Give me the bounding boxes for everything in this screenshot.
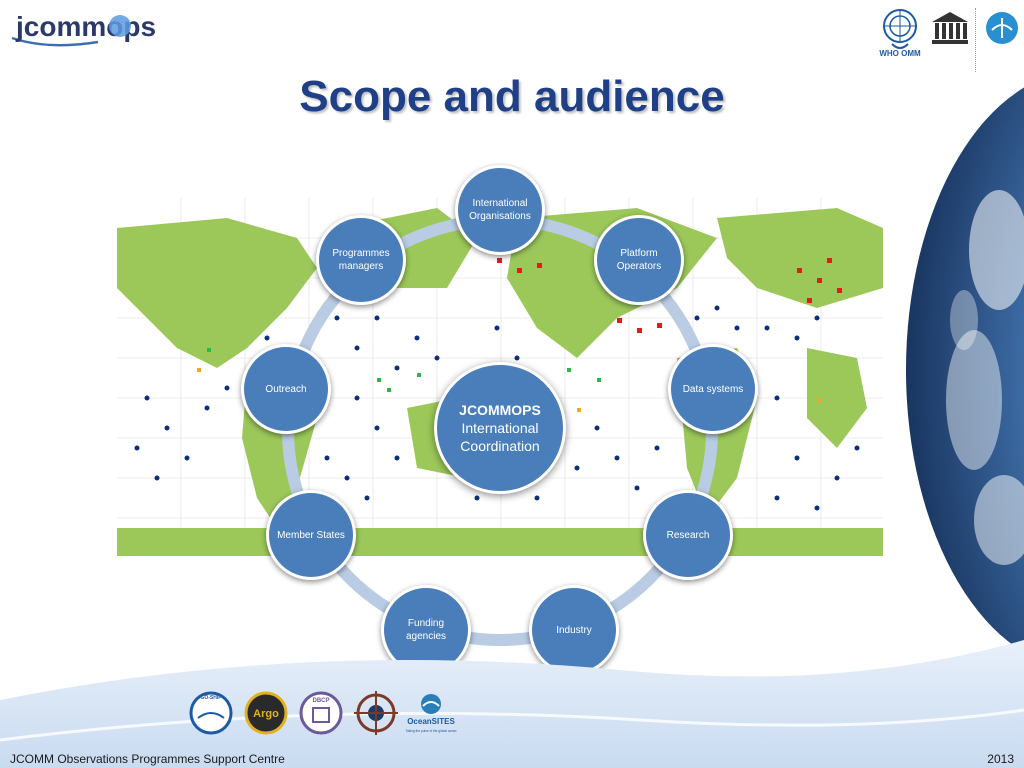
node-data-systems: Data systems (668, 344, 758, 434)
dbcp-label: DBCP (312, 698, 329, 704)
oceansites-logo: OceanSITES Taking the pulse of the globa… (406, 694, 457, 733)
wmo-logo (883, 9, 917, 49)
footer-organisation: JCOMM Observations Programmes Support Ce… (10, 752, 285, 766)
unesco-logo (932, 12, 968, 44)
earth-image (906, 87, 1024, 653)
ioc-logo (986, 12, 1018, 44)
hub-title: JCOMMOPS (459, 402, 541, 418)
hub-line2: Coordination (460, 438, 540, 454)
oceansites-tagline: Taking the pulse of the global ocean (406, 729, 457, 733)
hub-line1: International (461, 420, 539, 436)
hub-jcommops: JCOMMOPS International Coordination (434, 362, 566, 494)
node-international-organisations: International Organisations (455, 165, 545, 255)
node-programmes-managers: Programmes managers (316, 215, 406, 305)
goship-label: GO-SHIP (200, 695, 222, 701)
footer-wave (0, 640, 1024, 768)
page-title: Scope and audience (299, 72, 725, 121)
footer-year: 2013 (987, 752, 1014, 766)
node-member-states: Member States (266, 490, 356, 580)
header-separator (975, 8, 976, 72)
jcommops-logo: jcommops (11, 11, 156, 47)
node-research: Research (643, 490, 733, 580)
ship-wheel-logo (354, 691, 398, 735)
node-funding-agencies: Funding agencies (381, 585, 471, 675)
argo-label: Argo (253, 708, 279, 720)
partner-logos: GO-SHIP Argo DBCP OceanSITES Taking the … (189, 691, 457, 735)
goship-logo: GO-SHIP (189, 691, 233, 735)
wmo-label: WHO OMM (879, 49, 921, 58)
node-outreach: Outreach (241, 344, 331, 434)
dbcp-logo: DBCP (299, 691, 343, 735)
logo-text: jcommops (15, 11, 156, 42)
node-platform-operators: Platform Operators (594, 215, 684, 305)
argo-logo: Argo (244, 691, 288, 735)
oceansites-label: OceanSITES (407, 717, 455, 726)
